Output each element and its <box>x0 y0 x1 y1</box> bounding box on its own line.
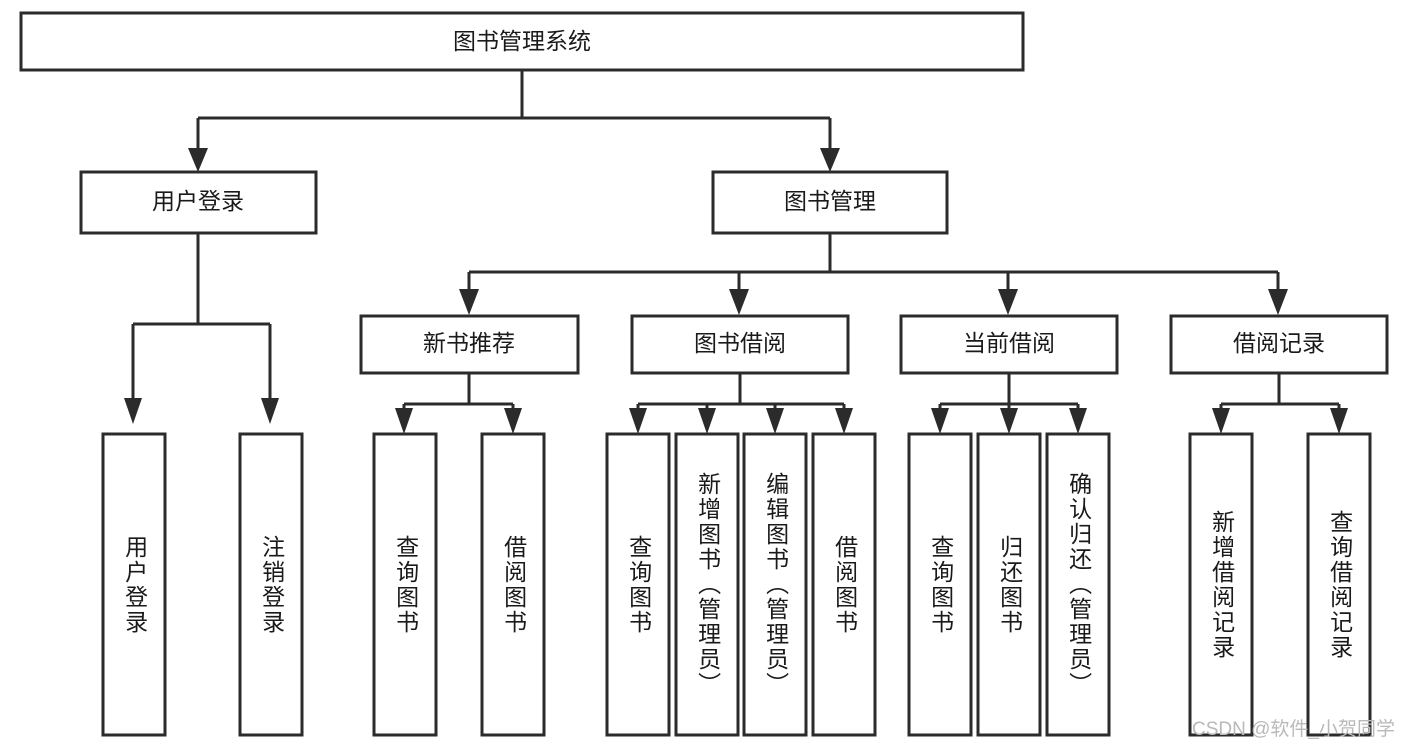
arrowhead-borrow-record-leaf-1 <box>1212 408 1230 434</box>
node-leaf-cb-query-box[interactable] <box>907 432 973 737</box>
node-root-label: 图书管理系统 <box>453 28 591 54</box>
arrowhead-book-borrow-leaf-1 <box>629 408 647 434</box>
arrowhead-to-borrow-record <box>1268 289 1288 315</box>
node-leaf-borrow-book-box[interactable] <box>811 432 877 737</box>
node-leaf-return-book-box[interactable] <box>976 432 1042 737</box>
arrowhead-current-borrow-leaf-3 <box>1069 408 1087 434</box>
node-new-book-label: 新书推荐 <box>423 330 515 356</box>
node-leaf-confirm-return-box[interactable] <box>1045 432 1111 737</box>
arrowhead-root-to-user-login <box>188 148 208 172</box>
node-leaf-newbook-borrow-box[interactable] <box>480 432 546 737</box>
arrowhead-root-to-book-mgmt <box>820 148 840 172</box>
arrowhead-new-book-leaf-1 <box>395 408 413 434</box>
node-leaf-edit-book-box[interactable] <box>742 432 808 737</box>
arrowhead-to-current-borrow <box>998 289 1018 315</box>
node-book-management-label: 图书管理 <box>784 188 876 214</box>
node-borrow-record-box[interactable] <box>1169 314 1389 375</box>
arrowhead-to-book-borrow <box>729 289 749 315</box>
node-borrow-record-label: 借阅记录 <box>1233 330 1325 356</box>
node-leaf-query-record-box[interactable] <box>1306 432 1372 737</box>
node-current-borrow-label: 当前借阅 <box>963 330 1055 356</box>
node-leaf-add-record-box[interactable] <box>1188 432 1254 737</box>
arrowhead-to-new-book <box>459 289 479 315</box>
arrowhead-book-borrow-leaf-3 <box>766 408 784 434</box>
node-current-borrow-box[interactable] <box>899 314 1119 375</box>
arrowhead-user-login-leaf-1 <box>124 398 142 424</box>
arrowhead-new-book-leaf-2 <box>504 408 522 434</box>
arrowhead-book-borrow-leaf-4 <box>835 408 853 434</box>
node-book-borrow-label: 图书借阅 <box>694 330 786 356</box>
csdn-watermark: CSDN @软件_小贺同学 <box>1192 719 1395 740</box>
node-leaf-logout-box[interactable] <box>238 432 304 737</box>
node-book-management-box[interactable] <box>711 170 949 235</box>
node-new-book-box[interactable] <box>359 314 580 375</box>
node-leaf-query-book-box[interactable] <box>605 432 671 737</box>
node-book-borrow-box[interactable] <box>630 314 850 375</box>
node-leaf-newbook-query-box[interactable] <box>372 432 438 737</box>
arrowhead-current-borrow-leaf-1 <box>931 408 949 434</box>
node-leaf-user-login-box[interactable] <box>101 432 167 737</box>
node-user-login-label: 用户登录 <box>152 188 244 214</box>
node-root-box[interactable] <box>19 11 1025 72</box>
arrowhead-current-borrow-leaf-2 <box>1000 408 1018 434</box>
arrowhead-borrow-record-leaf-2 <box>1330 408 1348 434</box>
node-leaf-add-book-box[interactable] <box>674 432 740 737</box>
arrowhead-user-login-leaf-2 <box>261 398 279 424</box>
arrowhead-book-borrow-leaf-2 <box>698 408 716 434</box>
